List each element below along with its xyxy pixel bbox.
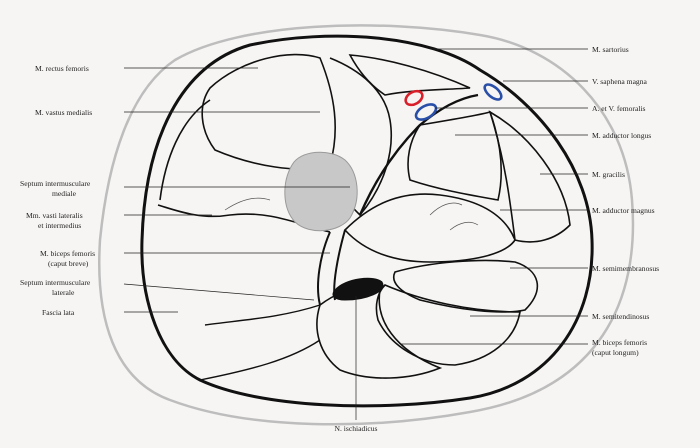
femur-bone [285, 152, 357, 231]
label-saphena: V. saphena magna [592, 77, 648, 86]
label-vasti-2: et intermedius [38, 221, 81, 230]
label-femoralis: A. et V. femoralis [592, 104, 646, 113]
label-biceps-longum: M. biceps femoris [592, 338, 647, 347]
label-biceps-longum-2: (caput longum) [592, 348, 639, 357]
label-adductor-magnus: M. adductor magnus [592, 206, 655, 215]
label-vasti: Mm. vasti lateralis [26, 211, 83, 220]
label-vastus-medialis: M. vastus medialis [35, 108, 92, 117]
posterior-boundary [200, 340, 320, 380]
label-semitendinosus: M. semitendinosus [592, 312, 649, 321]
septum-mediale [360, 95, 478, 215]
leader-lines [124, 49, 588, 420]
label-sartorius: M. sartorius [592, 45, 629, 54]
label-septum-mediale: Septum intermusculare [20, 179, 91, 188]
label-fascia-lata: Fascia lata [42, 308, 75, 317]
label-rectus-femoris: M. rectus femoris [35, 64, 89, 73]
label-septum-laterale: Septum intermusculare [20, 278, 91, 287]
label-biceps-breve-2: (caput breve) [48, 259, 89, 268]
label-biceps-breve: M. biceps femoris [40, 249, 95, 258]
adductor-magnus-muscle [345, 194, 515, 262]
label-adductor-longus: M. adductor longus [592, 131, 651, 140]
sartorius-muscle [350, 55, 470, 95]
gracilis-muscle [490, 112, 570, 242]
fascia-lata-outline [142, 36, 592, 406]
label-semimembranosus: M. semimembranosus [592, 264, 659, 273]
adductor-longus-muscle [408, 112, 501, 200]
septum-laterale [205, 305, 320, 325]
label-gracilis: M. gracilis [592, 170, 625, 179]
label-septum-mediale-2: mediale [52, 189, 77, 198]
semitendinosus-muscle [376, 285, 520, 365]
label-ischiadicus: N. ischiadicus [334, 424, 377, 433]
label-septum-laterale-2: laterale [52, 288, 75, 297]
sciatic-nerve [333, 278, 383, 300]
biceps-longum-muscle [317, 288, 440, 378]
